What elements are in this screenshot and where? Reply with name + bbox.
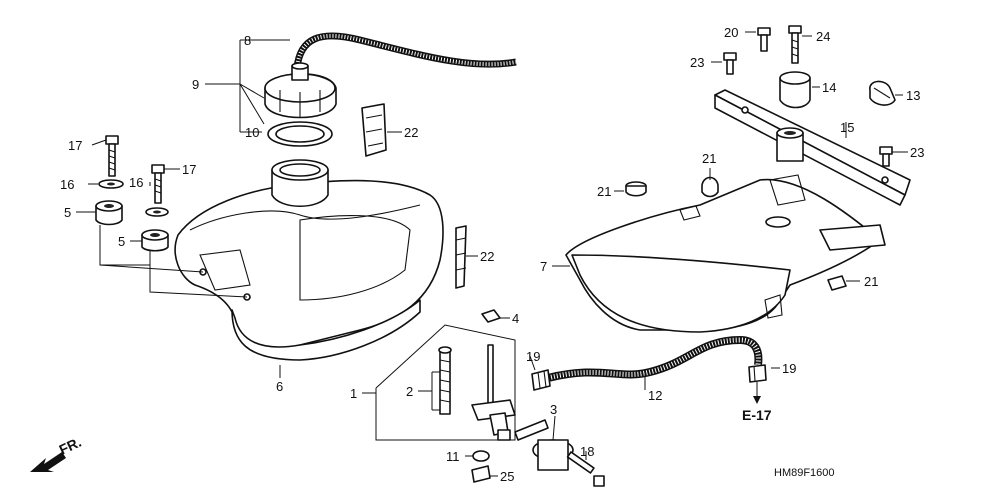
reference-e17: E-17	[742, 407, 772, 423]
label-5-left: 5	[64, 205, 71, 220]
label-3: 3	[550, 402, 557, 417]
label-4: 4	[512, 311, 519, 326]
hose-clip-side	[455, 225, 467, 289]
label-21-left: 21	[597, 184, 611, 199]
hose-clamp-19-right	[748, 364, 767, 383]
cap-gasket	[267, 121, 333, 147]
label-21-center: 21	[702, 151, 716, 166]
label-11: 11	[446, 449, 460, 464]
rubber-5-right	[141, 229, 169, 252]
fuel-tank	[174, 159, 444, 361]
collar-16-right	[145, 207, 169, 217]
fuel-cap	[264, 62, 337, 119]
fuel-valve	[471, 344, 516, 441]
label-19-right: 19	[782, 361, 796, 376]
label-23-right: 23	[910, 145, 924, 160]
clamp-13	[869, 80, 896, 106]
label-9: 9	[192, 77, 199, 92]
assembly-1-bracket	[375, 324, 516, 441]
hose-clip-top	[361, 103, 387, 157]
hose-clamp-19-left	[531, 369, 551, 391]
rubber-14	[779, 71, 811, 109]
diagram-code: HM89F1600	[774, 467, 835, 479]
label-22-side: 22	[480, 249, 494, 264]
label-15: 15	[840, 120, 854, 135]
bolt-17-left	[105, 135, 119, 177]
label-7: 7	[540, 259, 547, 274]
fuel-filter-2	[438, 346, 452, 415]
tank-bracket	[714, 89, 911, 206]
label-24: 24	[816, 29, 830, 44]
label-25: 25	[500, 469, 514, 484]
label-19-left: 19	[526, 349, 540, 364]
label-20: 20	[724, 25, 738, 40]
screw-11	[472, 450, 490, 462]
grommet-21-center	[701, 176, 719, 198]
bolt-24	[788, 25, 802, 64]
bolt-17-right	[151, 164, 165, 204]
label-16-left: 16	[60, 177, 74, 192]
label-14: 14	[822, 80, 836, 95]
washer-25	[471, 465, 491, 483]
bolt-23-right	[879, 146, 893, 167]
front-label: FR.	[57, 434, 84, 458]
label-23-top: 23	[690, 55, 704, 70]
rubber-5-left	[95, 200, 123, 226]
grommet-21-right	[827, 275, 847, 291]
label-22-top: 22	[404, 125, 418, 140]
fuel-hose	[547, 335, 763, 382]
label-17-right: 17	[182, 162, 196, 177]
bolt-20	[757, 27, 771, 52]
fuel-breather-hose	[293, 32, 517, 69]
label-16-right: 16	[129, 175, 143, 190]
front-arrow-icon	[30, 452, 66, 472]
nut-4	[481, 309, 501, 323]
label-18: 18	[580, 444, 594, 459]
label-2: 2	[406, 384, 413, 399]
label-13: 13	[906, 88, 920, 103]
label-17-left: 17	[68, 138, 82, 153]
grommet-21-left	[625, 181, 647, 197]
label-10: 10	[245, 125, 259, 140]
fuel-lever	[514, 419, 574, 471]
label-1: 1	[350, 386, 357, 401]
label-12: 12	[648, 388, 662, 403]
fuel-tray	[565, 174, 886, 333]
screw-18	[566, 451, 605, 487]
label-21-right: 21	[864, 274, 878, 289]
bolt-23-top	[723, 52, 737, 75]
label-6: 6	[276, 379, 283, 394]
collar-16-left	[98, 179, 124, 189]
label-5-right: 5	[118, 234, 125, 249]
label-8: 8	[244, 33, 251, 48]
